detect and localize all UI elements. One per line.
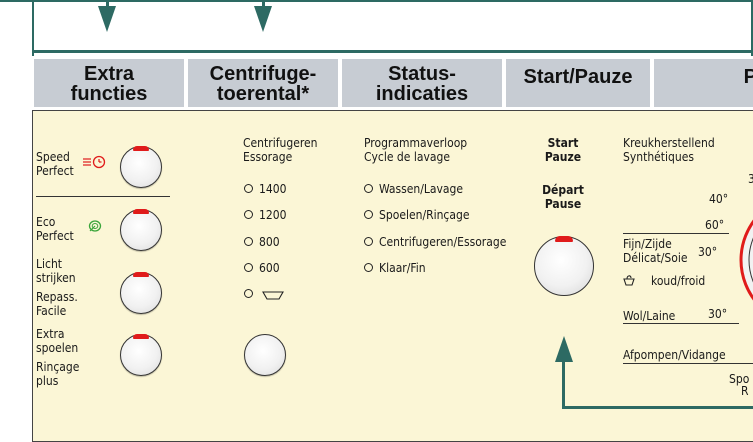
divider: [36, 196, 170, 197]
kreukherstellend-label: Kreukherstellend Synthétiques: [623, 136, 715, 164]
frame-mid-line: [32, 50, 753, 53]
indicator-icon: [244, 237, 253, 246]
divider: [623, 323, 739, 324]
temp-30-wol: 30°: [708, 307, 728, 321]
spin-speed-button[interactable]: [244, 334, 286, 376]
indicator-icon: [244, 263, 253, 272]
hand-wash-icon: [623, 275, 635, 286]
extra-spoelen-button[interactable]: [120, 334, 162, 376]
divider: [623, 363, 753, 364]
speed-clock-icon: [83, 155, 106, 169]
temp-30: 30°: [698, 245, 718, 259]
spin-title: Centrifugeren Essorage: [243, 136, 318, 164]
spoelen-partial-label: Spo: [729, 372, 750, 386]
speed-perfect-label: Speed Perfect: [36, 150, 74, 178]
indicator-icon: [244, 184, 253, 193]
arrow3-bottom-line: [562, 406, 753, 409]
eco-perfect-button[interactable]: [120, 209, 162, 251]
frame-right-line: [751, 0, 753, 56]
divider: [623, 233, 729, 234]
afpompen-label: Afpompen/Vidange: [623, 348, 726, 362]
spin-option-1400: 1400: [244, 182, 286, 196]
rincage-plus-label: Rinçage plus: [36, 360, 80, 388]
header-line1: Centrifuge-: [209, 63, 317, 85]
depart-pause-label: Départ Pause: [542, 183, 584, 211]
header-status: Status- indicaties: [342, 56, 502, 109]
no-spin-tub-icon: [262, 290, 285, 300]
indicator-icon: [364, 210, 373, 219]
header-centrifuge: Centrifuge- toerental*: [188, 56, 338, 109]
frame-top-line: [0, 0, 753, 2]
indicator-icon: [364, 237, 373, 246]
header-line2: functies: [70, 83, 148, 105]
start-pauze-label: Start Pauze: [544, 136, 582, 164]
status-item-wassen: Wassen/Lavage: [364, 182, 463, 196]
arrow3-shaft: [562, 360, 565, 408]
header-line1: P: [743, 66, 753, 88]
header-line1: Extra: [83, 63, 135, 85]
header-line2: indicaties: [375, 83, 469, 105]
program-dial[interactable]: [732, 190, 753, 330]
header-programma: P: [654, 56, 753, 109]
header-line2: toerental*: [216, 83, 310, 105]
start-pauze-button[interactable]: [534, 236, 594, 296]
arrow-down-icon: [254, 6, 272, 32]
extra-spoelen-label: Extra spoelen: [36, 327, 79, 355]
koud-froid-label: koud/froid: [651, 274, 706, 288]
repass-facile-label: Repass. Facile: [36, 290, 78, 318]
speed-perfect-button[interactable]: [120, 146, 162, 188]
status-item-klaar: Klaar/Fin: [364, 261, 426, 275]
status-item-centrifugeren: Centrifugeren/Essorage: [364, 235, 506, 249]
header-line1: Status-: [388, 63, 456, 85]
licht-strijken-label: Licht strijken: [36, 257, 76, 285]
arrow2-shaft: [262, 0, 265, 8]
eco-leaf-icon: [88, 220, 102, 232]
spin-option-600: 600: [244, 261, 280, 275]
indicator-icon: [364, 184, 373, 193]
status-item-spoelen: Spoelen/Rinçage: [364, 208, 469, 222]
temp-60: 60°: [705, 218, 725, 232]
arrow-down-icon: [98, 6, 116, 32]
temp-partial-3: 3: [748, 172, 753, 186]
header-extra-functies: Extra functies: [34, 56, 184, 109]
indicator-icon: [244, 289, 253, 298]
eco-perfect-label: Eco Perfect: [36, 215, 74, 243]
indicator-icon: [244, 210, 253, 219]
arrow-up-icon: [555, 336, 573, 362]
rincage-partial-label: R: [741, 384, 749, 398]
temp-40: 40°: [709, 192, 729, 206]
spin-option-800: 800: [244, 235, 280, 249]
header-start-pauze: Start/Pauze: [506, 56, 650, 109]
arrow1-shaft: [106, 0, 109, 8]
licht-strijken-button[interactable]: [120, 272, 162, 314]
indicator-icon: [364, 263, 373, 272]
spin-option-1200: 1200: [244, 208, 286, 222]
wol-laine-label: Wol/Laine: [623, 309, 676, 323]
fijn-zijde-label: Fijn/Zijde Délicat/Soie: [623, 237, 688, 265]
header-line1: Start/Pauze: [523, 66, 633, 88]
frame-left-line: [32, 0, 34, 56]
spin-option-no-spin: [244, 287, 285, 301]
status-title: Programmaverloop Cycle de lavage: [364, 136, 468, 164]
